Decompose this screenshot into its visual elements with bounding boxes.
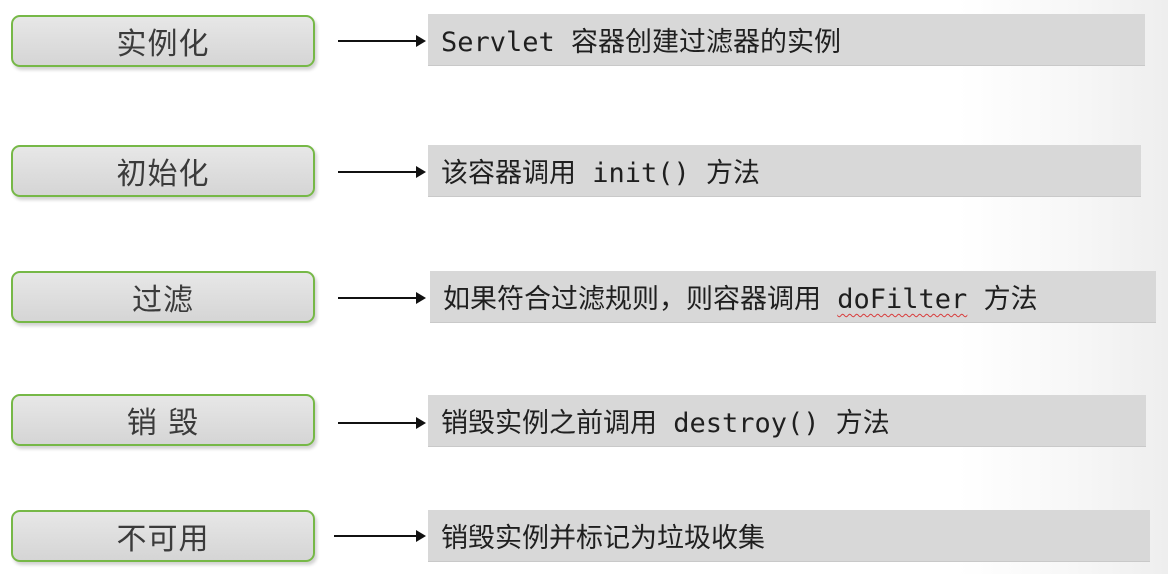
stage-label-unavailable: 不可用 [116,522,210,557]
description-text-unavailable: 销毁实例并标记为垃圾收集 [441,523,765,554]
lifecycle-row-initialize: 初始化 该容器调用 init() 方法 [0,0,1168,197]
stage-box-initialize: 初始化 [11,145,315,197]
lifecycle-row-destroy: 销 毁 销毁实例之前调用 destroy() 方法 [0,0,1168,447]
arrow-head-icon [416,417,426,429]
stage-label-filter: 过滤 [132,283,194,318]
arrow-initialize [338,166,426,178]
stage-box-instantiate: 实例化 [11,15,315,67]
description-text-filter-after: 方法 [967,284,1038,315]
description-box-initialize: 该容器调用 init() 方法 [428,145,1141,197]
arrow-head-icon [416,530,426,542]
arrow-instantiate [338,35,426,47]
arrow-unavailable [334,530,426,542]
description-box-instantiate: Servlet 容器创建过滤器的实例 [428,14,1145,66]
description-box-unavailable: 销毁实例并标记为垃圾收集 [428,510,1150,562]
stage-box-destroy: 销 毁 [11,394,315,446]
spellcheck-flagged-word: doFilter [837,284,968,315]
stage-label-destroy: 销 毁 [126,406,200,441]
stage-box-filter: 过滤 [11,271,315,323]
arrow-head-icon [416,35,426,47]
lifecycle-row-filter: 过滤 如果符合过滤规则，则容器调用 doFilter 方法 [0,0,1168,323]
arrow-head-icon [416,292,426,304]
arrow-head-icon [416,166,426,178]
description-text-initialize: 该容器调用 init() 方法 [441,158,761,189]
description-text-destroy: 销毁实例之前调用 destroy() 方法 [441,408,890,439]
lifecycle-row-unavailable: 不可用 销毁实例并标记为垃圾收集 [0,0,1168,562]
stage-label-instantiate: 实例化 [116,27,210,62]
lifecycle-row-instantiate: 实例化 Servlet 容器创建过滤器的实例 [0,0,1168,70]
stage-box-unavailable: 不可用 [11,510,315,562]
description-box-filter: 如果符合过滤规则，则容器调用 doFilter 方法 [430,271,1156,323]
description-text-filter-before: 如果符合过滤规则，则容器调用 [443,284,838,315]
description-box-destroy: 销毁实例之前调用 destroy() 方法 [428,395,1146,447]
arrow-filter [338,292,426,304]
description-text-filter: 如果符合过滤规则，则容器调用 doFilter 方法 [443,277,1038,316]
stage-label-initialize: 初始化 [116,157,210,192]
description-text-instantiate: Servlet 容器创建过滤器的实例 [441,27,842,58]
arrow-destroy [338,417,426,429]
